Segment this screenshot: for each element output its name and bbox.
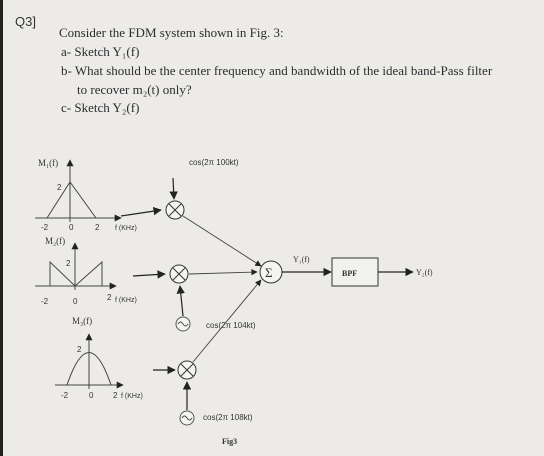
figure-caption: Fig3	[222, 437, 237, 446]
spectrum-m2: M₂(f) 2 -2 0 2 f (KHz)	[35, 236, 137, 306]
fdm-block-diagram: M₁(f) 2 -2 0 2 f (KHz) M₂(f) 2 -2 0 2 f …	[35, 158, 433, 446]
m3-peak: 2	[77, 345, 82, 354]
m2-label: M₂(f)	[45, 236, 65, 246]
summer-symbol: Σ	[265, 265, 273, 280]
spectrum-m1: M₁(f) 2 -2 0 2 f (KHz)	[35, 158, 137, 232]
carrier-3-label: cos(2π 108kt)	[203, 413, 253, 422]
m1-tick-zero: 0	[69, 223, 74, 232]
carrier-2-label: cos(2π 104kt)	[206, 321, 256, 330]
m1-x-label: f (KHz)	[115, 225, 137, 232]
m1-tick-pos: 2	[95, 223, 100, 232]
mixer-3	[177, 360, 197, 380]
m3-parabola	[66, 352, 112, 386]
m3-tick-zero: 0	[89, 391, 94, 400]
filter-output-label: Y₂(f)	[416, 268, 433, 277]
m2-w-shape	[49, 260, 103, 287]
question-number: Q3]	[15, 14, 36, 29]
m2-tick-zero: 0	[73, 297, 78, 306]
m1-triangle	[46, 181, 97, 219]
bpf-label: BPF	[342, 269, 357, 278]
m2-peak: 2	[66, 259, 71, 268]
bpf-block: BPF	[331, 257, 379, 287]
carrier-1-arrow	[169, 177, 178, 200]
m2-x-label: f (KHz)	[115, 297, 137, 304]
m1-tick-neg: -2	[41, 223, 49, 232]
mixer-1	[165, 200, 185, 220]
summer-block: Σ	[259, 260, 283, 284]
m1-to-mixer-arrow	[120, 206, 162, 217]
m1-label: M₁(f)	[38, 158, 58, 168]
summer-output-label: Y₁(f)	[293, 255, 310, 264]
carrier-2-arrow	[176, 285, 185, 317]
m3-x-label: f (KHz)	[121, 393, 143, 400]
m3-tick-neg: -2	[61, 391, 69, 400]
m3-tick-pos: 2	[113, 391, 118, 400]
mixer-2	[169, 264, 189, 284]
m2-to-mixer-arrow	[132, 270, 166, 279]
oscillator-2-icon	[175, 316, 191, 332]
item-b-continued: to recover m₂(t) only?	[77, 81, 192, 97]
mixer3-to-sum	[192, 279, 262, 363]
m3-label: M₃(f)	[72, 316, 92, 326]
mixer2-to-sum	[188, 269, 258, 276]
mixer1-to-sum	[182, 215, 262, 267]
carrier-1-label: cos(2π 100kt)	[189, 158, 239, 167]
question-intro: Consider the FDM system shown in Fig. 3:	[59, 25, 284, 40]
item-c: c- Sketch Y₂(f)	[61, 100, 140, 116]
question-text: Consider the FDM system shown in Fig. 3:…	[59, 24, 529, 118]
oscillator-3-icon	[179, 410, 195, 426]
m2-tick-neg: -2	[41, 297, 49, 306]
m2-tick-pos: 2	[107, 293, 112, 302]
item-a: a- Sketch Y₁(f)	[61, 43, 140, 59]
item-b: b- What should be the center frequency a…	[61, 62, 493, 78]
m1-peak: 2	[57, 183, 62, 192]
spectrum-m3: M₃(f) 2 -2 0 2 f (KHz)	[55, 316, 143, 400]
